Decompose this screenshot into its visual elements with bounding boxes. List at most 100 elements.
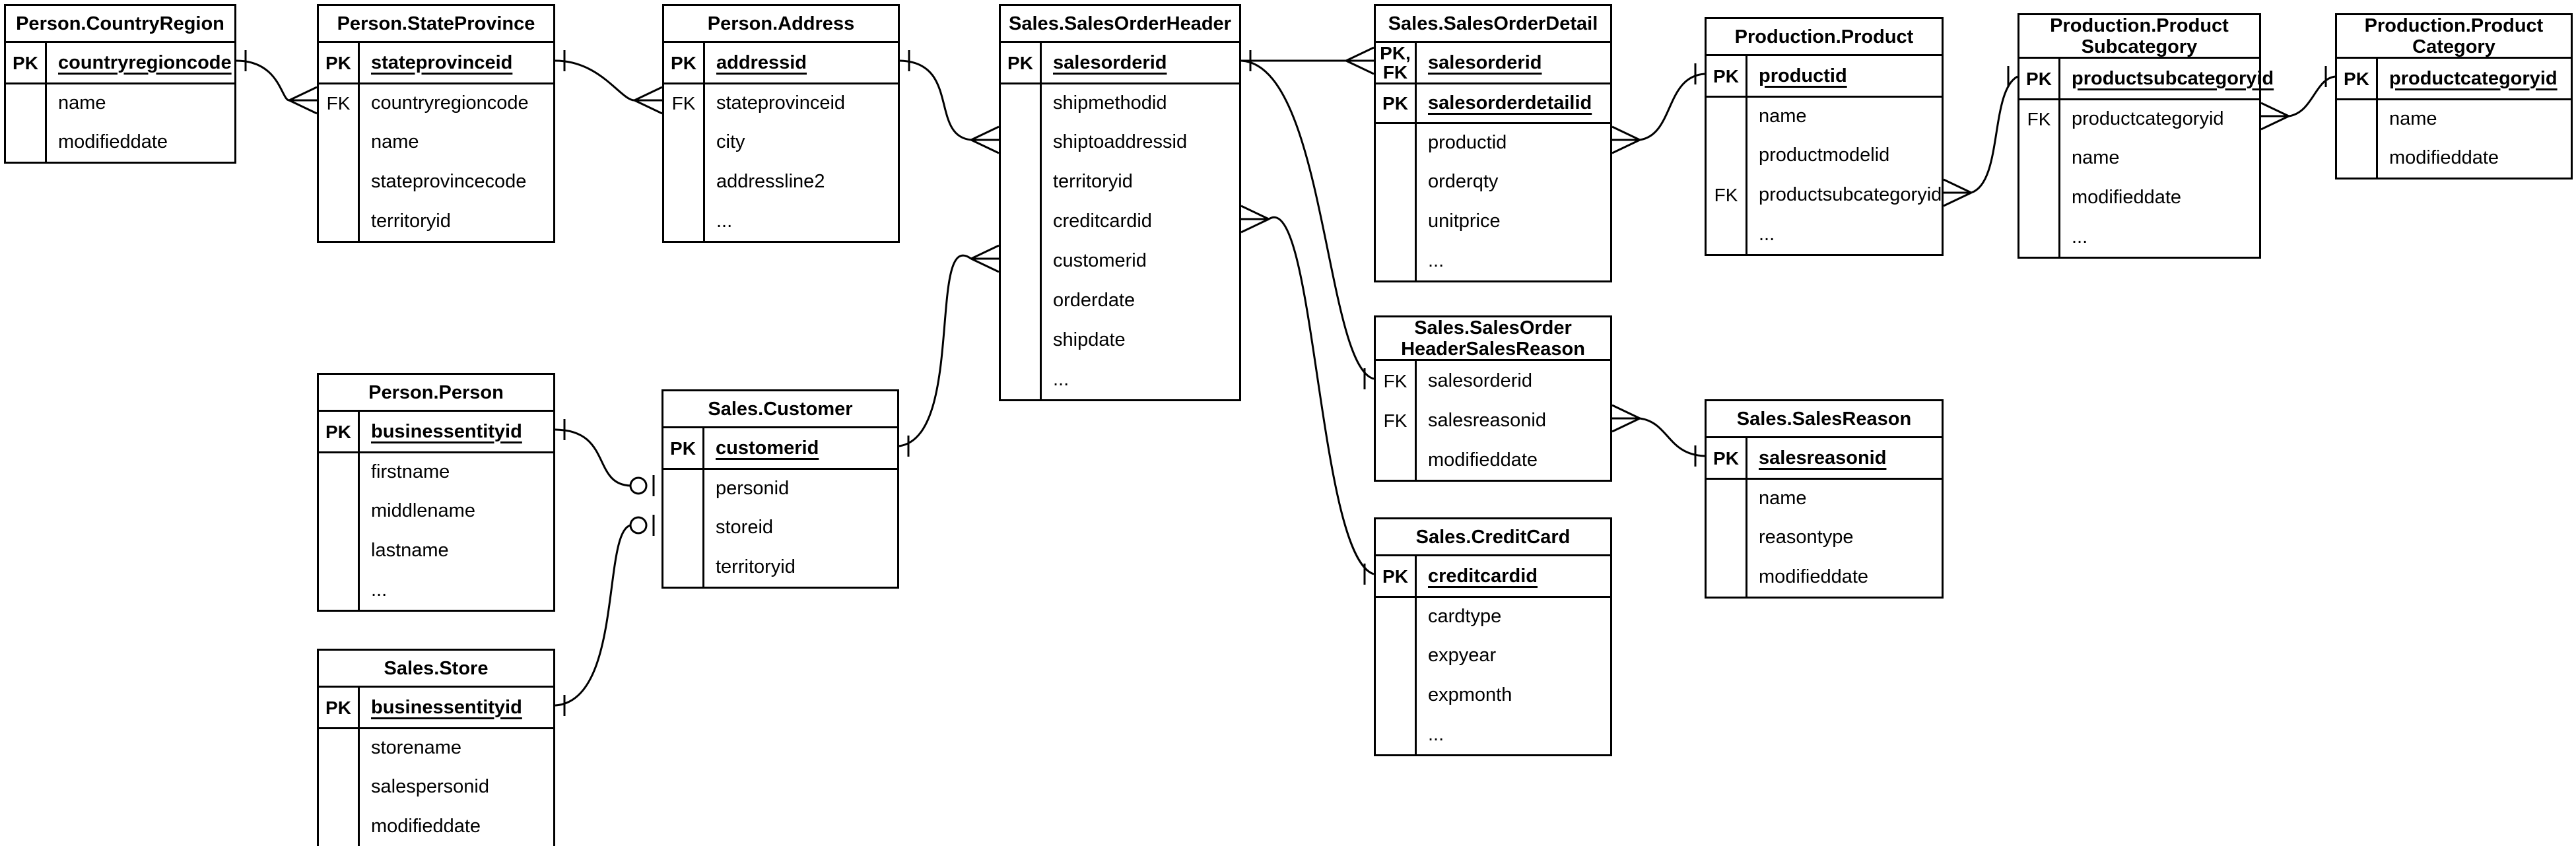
key-badge: PK (2337, 59, 2378, 98)
table-title: Production.Product Category (2337, 15, 2571, 59)
table-row: territoryid (1001, 162, 1239, 201)
field-name: ... (2072, 226, 2088, 247)
table-row: personid (663, 468, 897, 507)
field-name: productid (1759, 65, 1847, 86)
key-badge (1001, 360, 1042, 399)
key-badge (664, 122, 705, 162)
key-badge (1376, 201, 1417, 241)
table-row: modifieddate (2019, 178, 2259, 217)
field-name: salespersonid (371, 775, 489, 797)
key-badge: FK (1376, 361, 1417, 401)
key-badge: PK (663, 428, 704, 468)
table-row: ... (1376, 715, 1610, 754)
key-badge (1707, 135, 1747, 175)
key-badge (1707, 214, 1747, 254)
field-name: salesreasonid (1428, 409, 1546, 431)
field-name: unitprice (1428, 210, 1501, 232)
field-name: stateprovinceid (716, 92, 846, 114)
table-row: shiptoaddressid (1001, 122, 1239, 162)
table-title: Sales.SalesReason (1707, 401, 1942, 438)
table-row: FK salesreasonid (1376, 401, 1610, 440)
key-badge (1376, 598, 1417, 635)
field-name: addressid (716, 51, 807, 73)
table-title: Sales.CreditCard (1376, 519, 1610, 556)
field-name: name (1759, 488, 1807, 509)
field-name: customerid (1053, 249, 1147, 271)
key-badge: FK (2019, 100, 2060, 138)
relationship-connector (1611, 404, 1705, 467)
field-name: countryregioncode (58, 51, 232, 73)
table-row: orderqty (1376, 162, 1610, 201)
table-row: productid (1376, 122, 1610, 162)
table-row: ... (664, 201, 898, 241)
table-row: unitprice (1376, 201, 1610, 241)
field-name: shipmethodid (1053, 92, 1167, 114)
key-badge (319, 122, 360, 162)
field-name: lastname (371, 539, 449, 561)
key-badge (2019, 217, 2060, 257)
field-name: productmodelid (1759, 144, 1890, 166)
key-badge: PK (6, 43, 47, 82)
table-row: stateprovincecode (319, 162, 553, 201)
key-badge: PK (1001, 43, 1042, 82)
key-badge (319, 806, 360, 846)
field-name: middlename (371, 500, 475, 521)
field-name: firstname (371, 461, 450, 482)
field-name: ... (1759, 223, 1775, 245)
field-name: name (2072, 146, 2120, 168)
table-row: productmodelid (1707, 135, 1942, 175)
key-badge (664, 201, 705, 241)
table-row: shipdate (1001, 320, 1239, 360)
field-name: name (2389, 108, 2437, 129)
table-row: firstname (319, 451, 553, 491)
field-name: productsubcategoryid (2072, 67, 2274, 89)
field-name: reasontype (1759, 526, 1854, 548)
key-badge: FK (319, 84, 360, 122)
field-name: city (716, 131, 745, 152)
relationship-connector (236, 50, 318, 115)
table-row: PK countryregioncode (6, 43, 234, 82)
field-name: personid (716, 478, 790, 499)
relationship-connector (555, 50, 663, 115)
field-name: businessentityid (371, 420, 522, 442)
key-badge (1376, 715, 1417, 754)
field-name: cardtype (1428, 606, 1502, 627)
key-badge (1376, 241, 1417, 280)
field-name: ... (716, 210, 733, 232)
field-name: territoryid (716, 556, 796, 577)
table-row: ... (1376, 241, 1610, 280)
key-badge (664, 162, 705, 201)
table-row: storename (319, 727, 553, 767)
relationship-connector (1943, 66, 2018, 207)
key-badge (2337, 100, 2378, 138)
key-badge (663, 507, 704, 547)
relationship-connector (555, 419, 655, 496)
field-name: ... (1053, 368, 1069, 390)
key-badge: FK (1376, 401, 1417, 440)
field-name: salesorderdetailid (1428, 92, 1592, 114)
table-row: ... (1707, 214, 1942, 254)
table-row: modifieddate (2337, 138, 2571, 178)
key-badge (2019, 138, 2060, 178)
key-badge (1376, 635, 1417, 675)
field-name: storeid (716, 516, 774, 538)
